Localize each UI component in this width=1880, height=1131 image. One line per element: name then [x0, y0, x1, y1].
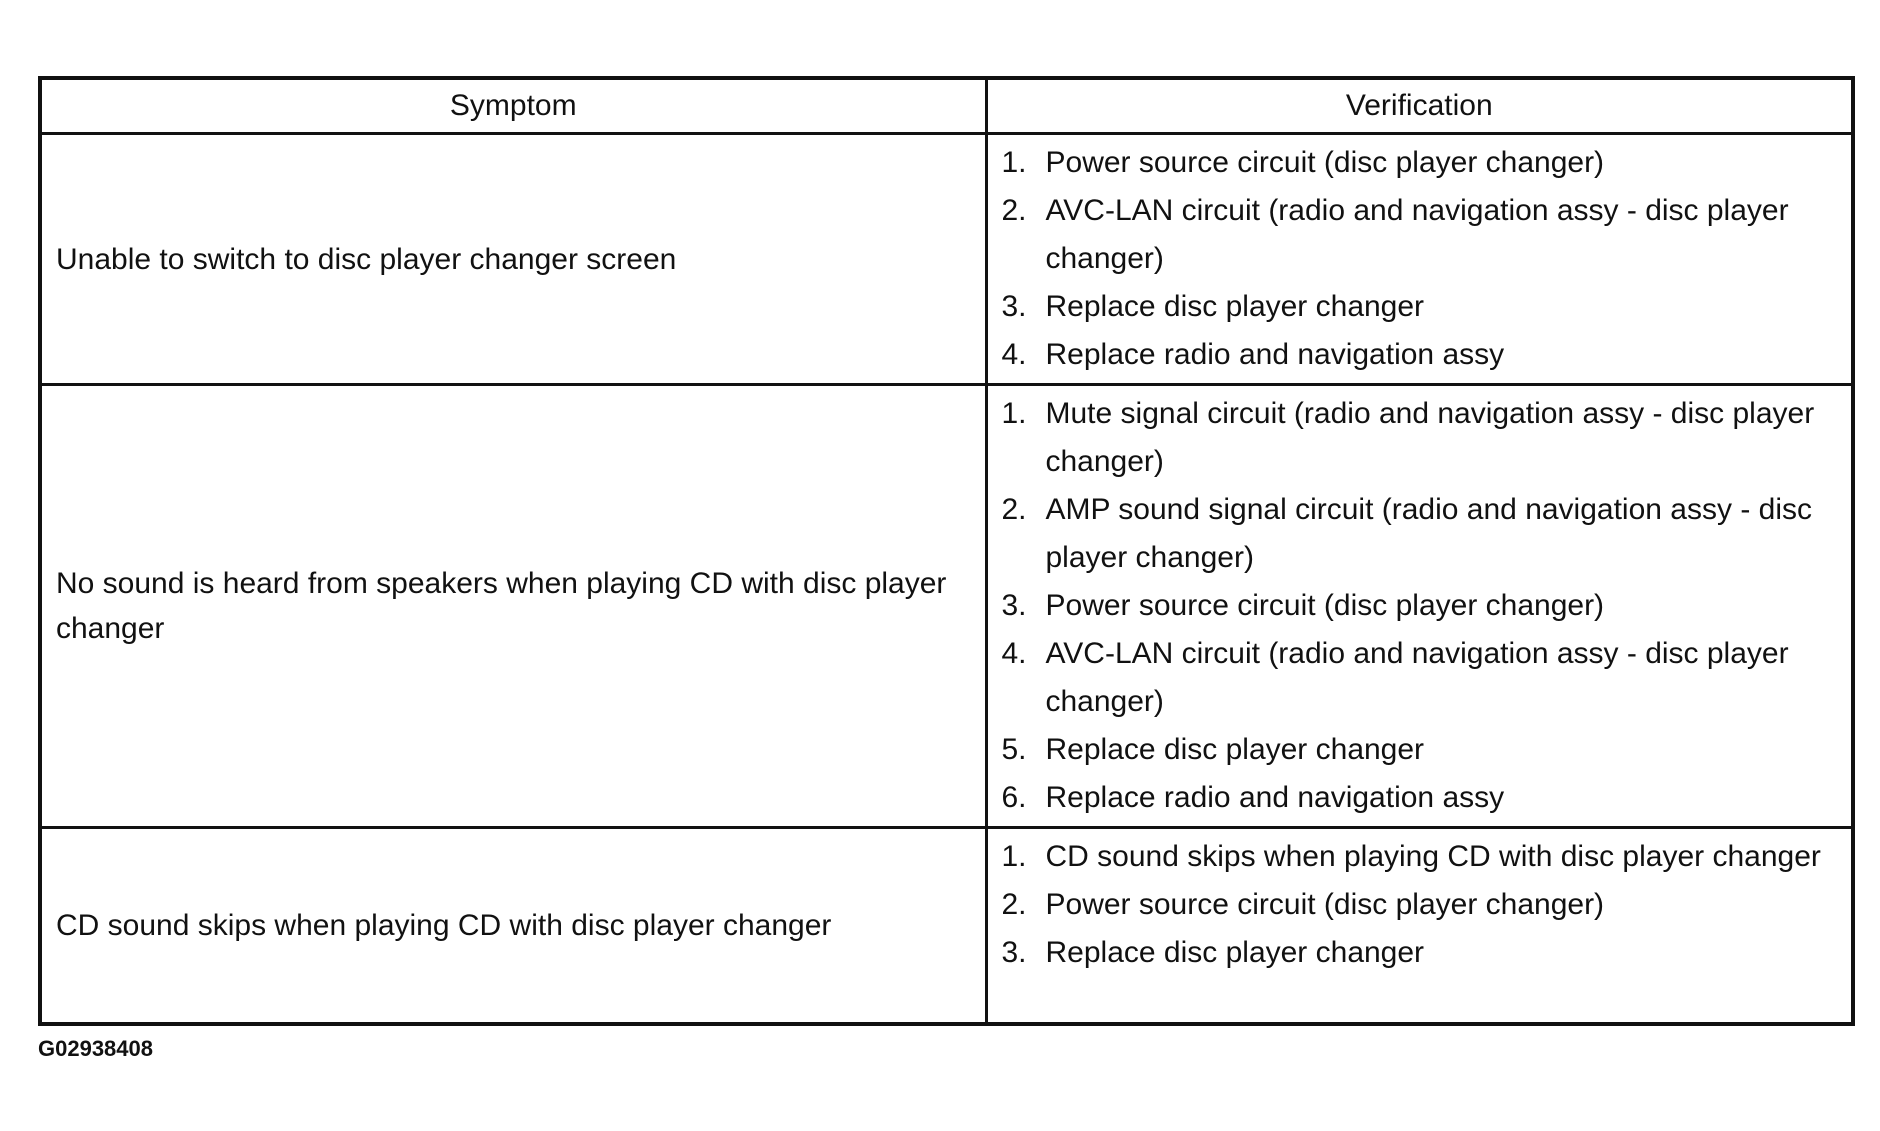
verification-step: 4. Replace radio and navigation assy	[1002, 331, 1838, 379]
verification-step: 2. AVC-LAN circuit (radio and navigation …	[1002, 187, 1838, 283]
step-number: 2.	[1001, 194, 1027, 227]
step-text: Replace disc player changer	[1045, 936, 1425, 969]
verification-cell: 1. CD sound skips when playing CD with di…	[984, 826, 1855, 1025]
symptom-cell: CD sound skips when playing CD with disc…	[38, 826, 988, 1025]
step-text: Replace radio and navigation assy	[1045, 338, 1505, 371]
verification-cell: 1. Mute signal circuit (radio and navigat…	[984, 383, 1855, 829]
step-number: 3.	[1001, 936, 1027, 969]
table-row: Unable to switch to disc player changer …	[38, 132, 1855, 386]
verification-step: 1. CD sound skips when playing CD with di…	[1002, 833, 1838, 881]
verification-step: 6. Replace radio and navigation assy	[1002, 774, 1838, 822]
symptom-cell: No sound is heard from speakers when pla…	[38, 383, 988, 829]
verification-column-header: Verification	[984, 76, 1855, 135]
verification-step: 1. Power source circuit (disc player chan…	[1002, 139, 1838, 187]
step-number: 4.	[1001, 338, 1027, 371]
step-text: AMP sound signal circuit (radio and navi…	[1045, 493, 1813, 574]
verification-steps: 1. Power source circuit (disc player chan…	[1002, 139, 1838, 379]
table-row: CD sound skips when playing CD with disc…	[38, 826, 1855, 1025]
step-number: 4.	[1001, 637, 1027, 670]
step-number: 6.	[1001, 781, 1027, 814]
step-text: Power source circuit (disc player change…	[1045, 888, 1605, 921]
step-text: Power source circuit (disc player change…	[1045, 146, 1605, 179]
step-number: 1.	[1001, 397, 1027, 430]
step-number: 2.	[1001, 888, 1027, 921]
verification-step: 5. Replace disc player changer	[1002, 726, 1838, 774]
verification-steps: 1. Mute signal circuit (radio and navigat…	[1002, 390, 1838, 822]
step-number: 2.	[1001, 493, 1027, 526]
step-number: 5.	[1001, 733, 1027, 766]
step-text: Replace disc player changer	[1045, 733, 1425, 766]
step-number: 3.	[1001, 589, 1027, 622]
verification-cell: 1. Power source circuit (disc player chan…	[984, 132, 1855, 386]
verification-step: 1. Mute signal circuit (radio and navigat…	[1002, 390, 1838, 486]
header-row: Symptom Verification	[38, 76, 1855, 135]
verification-step: 3. Power source circuit (disc player chan…	[1002, 582, 1838, 630]
verification-step: 3. Replace disc player changer	[1002, 283, 1838, 331]
step-number: 1.	[1001, 146, 1027, 179]
step-number: 1.	[1001, 840, 1027, 873]
step-text: AVC-LAN circuit (radio and navigation as…	[1045, 637, 1789, 718]
step-number: 3.	[1001, 290, 1027, 323]
verification-step: 2. Power source circuit (disc player chan…	[1002, 881, 1838, 929]
table-row: No sound is heard from speakers when pla…	[38, 383, 1855, 829]
step-text: AVC-LAN circuit (radio and navigation as…	[1045, 194, 1789, 275]
verification-steps: 1. CD sound skips when playing CD with di…	[1002, 833, 1838, 977]
symptom-column-header: Symptom	[38, 76, 988, 135]
figure-id: G02938408	[38, 1036, 153, 1061]
verification-step: 3. Replace disc player changer	[1002, 929, 1838, 977]
symptom-cell: Unable to switch to disc player changer …	[38, 132, 988, 386]
step-text: Replace radio and navigation assy	[1045, 781, 1505, 814]
verification-step: 4. AVC-LAN circuit (radio and navigation …	[1002, 630, 1838, 726]
verification-step: 2. AMP sound signal circuit (radio and na…	[1002, 486, 1838, 582]
step-text: Mute signal circuit (radio and navigatio…	[1045, 397, 1815, 478]
step-text: CD sound skips when playing CD with disc…	[1045, 840, 1821, 873]
step-text: Power source circuit (disc player change…	[1045, 589, 1605, 622]
step-text: Replace disc player changer	[1045, 290, 1425, 323]
symptom-verification-table: Symptom Verification Unable to switch to…	[38, 76, 1855, 1026]
